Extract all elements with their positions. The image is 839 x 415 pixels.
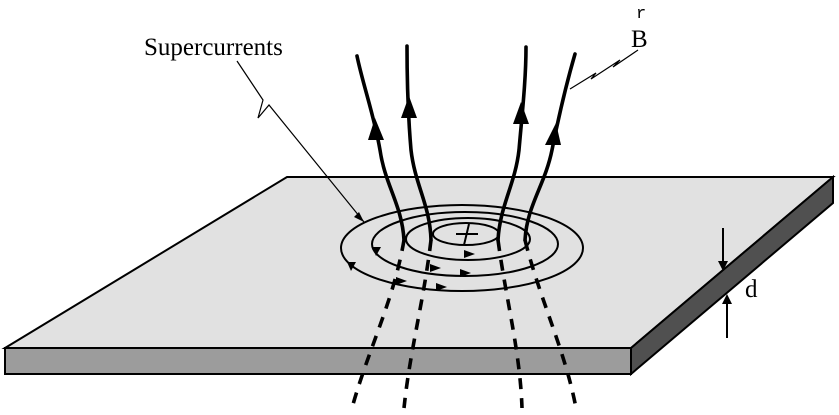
- current-arrow-icon: [464, 250, 475, 258]
- slab-side-face: [630, 174, 834, 377]
- field-arrow-icon: [513, 102, 529, 124]
- field-line-1: [355, 54, 406, 242]
- superconductor-slab: [1, 174, 836, 377]
- field-label: B: [631, 26, 648, 53]
- slab-front-face: [4, 347, 632, 375]
- current-arrow-icon: [347, 262, 356, 271]
- field-line-3: [496, 45, 528, 242]
- thickness-label: d: [745, 276, 758, 303]
- field-vector-mark: r: [636, 5, 646, 24]
- thickness-indicator: [718, 228, 732, 338]
- supercurrents-pointer: [236, 60, 365, 223]
- current-arrow-icon: [460, 269, 471, 277]
- supercurrent-loop-middle: [371, 211, 559, 277]
- current-arrow-icon: [396, 277, 407, 285]
- field-line-4: [523, 52, 577, 242]
- field-arrow-icon: [545, 123, 561, 145]
- field-line-dashed-1: [350, 239, 406, 409]
- field-arrow-icon: [368, 118, 384, 140]
- supercurrent-loop-inner: [405, 217, 531, 261]
- supercurrents-pointer-arrow-icon: [354, 212, 364, 222]
- field-line-dashed-4: [523, 239, 578, 409]
- supercurrent-loops: [340, 204, 584, 292]
- field-line-dashed-2: [402, 239, 433, 409]
- field-arrow-icon: [401, 96, 417, 118]
- field-pointer: [569, 49, 639, 90]
- current-arrow-icon: [436, 283, 447, 291]
- current-arrow-icon: [430, 264, 441, 272]
- supercurrents-label: Supercurrents: [144, 34, 283, 61]
- field-line-2: [405, 44, 433, 242]
- field-lines-above: [355, 44, 577, 242]
- vortex-plus-icon: [456, 223, 478, 246]
- field-lines-below: [350, 239, 578, 409]
- current-arrow-icon: [372, 247, 381, 256]
- supercurrent-loop-outer: [340, 204, 584, 292]
- field-line-dashed-3: [496, 239, 524, 409]
